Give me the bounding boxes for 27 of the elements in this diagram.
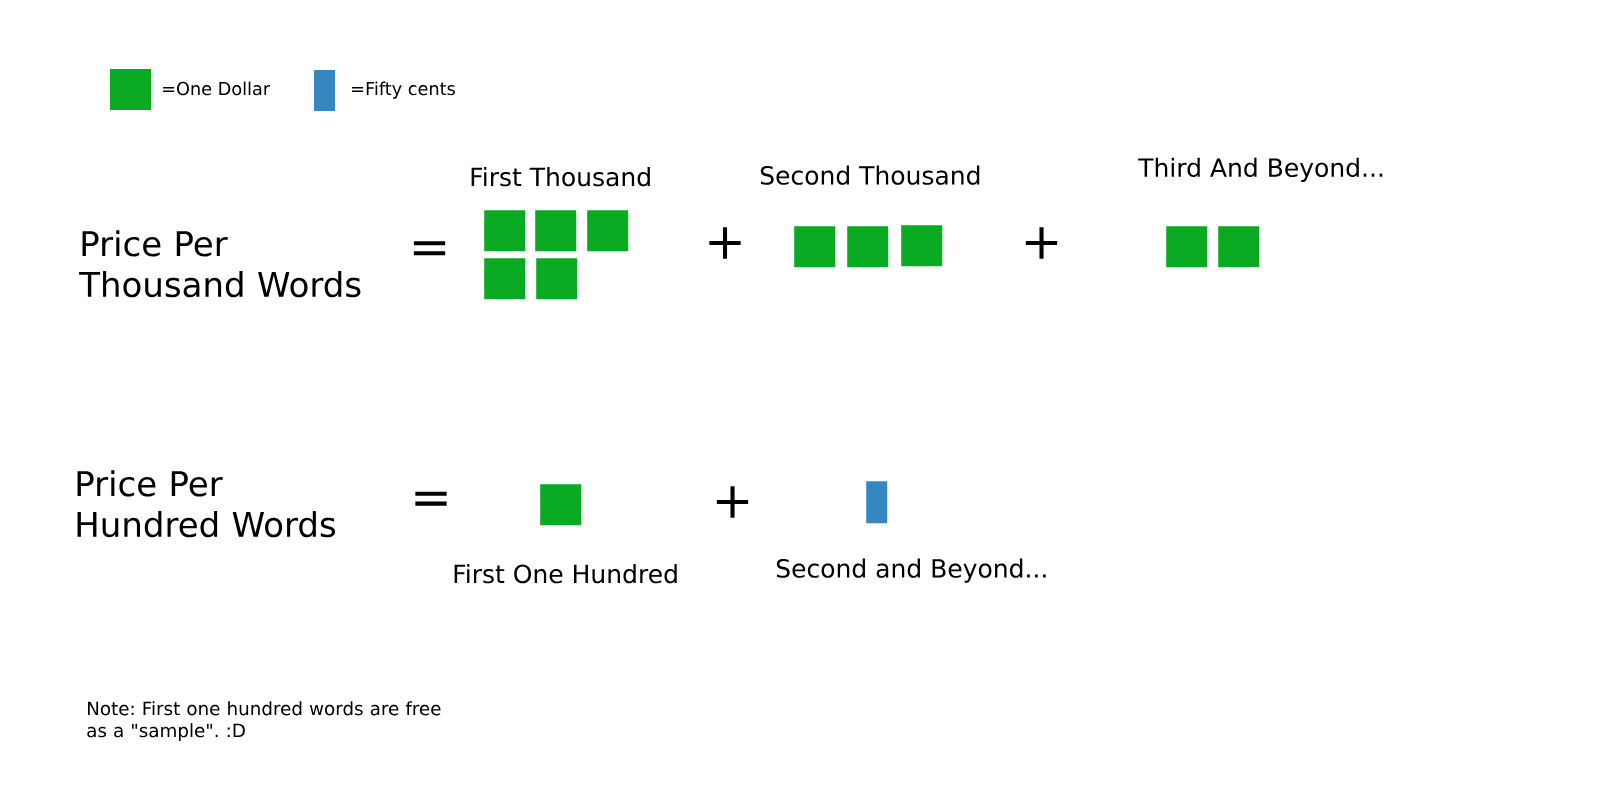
equals-sign: = [413, 241, 446, 256]
group-label: Second Thousand [760, 165, 980, 185]
equals-sign: = [415, 491, 447, 506]
square-tile [1166, 226, 1208, 268]
plus-sign: + [716, 486, 749, 518]
square-tile [484, 258, 526, 300]
square-tile [847, 226, 889, 268]
square-tile [484, 210, 526, 252]
plus-sign: + [709, 227, 741, 259]
group-label: Second and Beyond... [776, 558, 1046, 583]
square-tile [587, 210, 629, 252]
row-label: Price Per Thousand Words [79, 230, 361, 298]
group-label: Third And Beyond... [1138, 157, 1383, 182]
square-tile [901, 225, 943, 267]
square-tile [536, 258, 578, 300]
plus-sign: + [1025, 227, 1058, 259]
legend-label: =One Dollar [163, 81, 271, 96]
note-text: Note: First one hundred words are free as a "sample". :D [87, 701, 441, 741]
group-label: First One Hundred [454, 564, 677, 584]
group-label: First Thousand [471, 167, 650, 187]
legend-label: =Fifty cents [352, 81, 455, 99]
square-tile [540, 484, 582, 526]
bar-tile [866, 481, 888, 524]
square-tile [535, 210, 577, 252]
row-label: Price Per Hundred Words [77, 470, 336, 538]
square-tile [1218, 226, 1260, 268]
square-tile [794, 226, 836, 268]
